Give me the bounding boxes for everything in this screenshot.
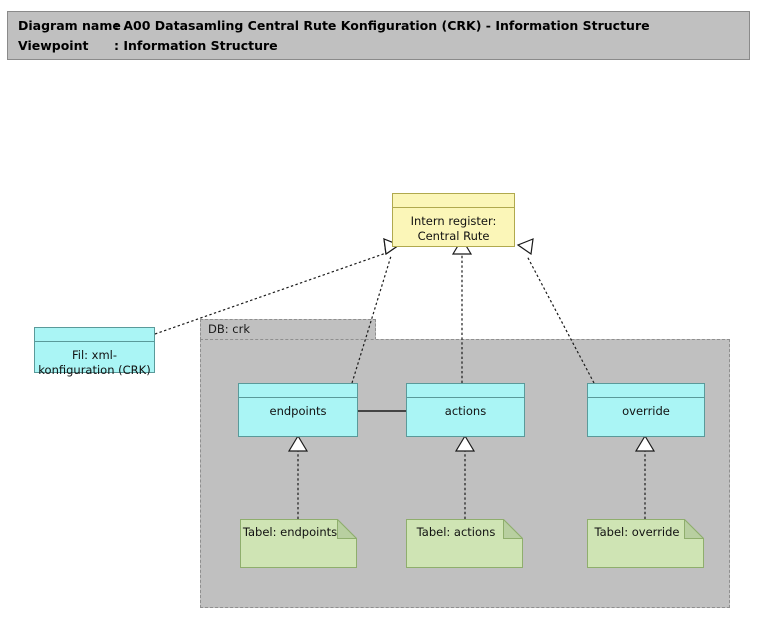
node-fil-xml-konfiguration[interactable]: Fil: xml- konfiguration (CRK) (34, 327, 155, 377)
node-endpoints-band (239, 384, 357, 398)
node-fil-xml-konfiguration-label: Fil: xml- konfiguration (CRK) (38, 348, 151, 377)
viewpoint-line: Viewpoint: Information Structure (18, 36, 749, 56)
diagram-name-separator: : (114, 18, 124, 33)
node-override-band (588, 384, 704, 398)
node-actions-label: actions (444, 404, 487, 418)
diagram-name-value: A00 Datasamling Central Rute Konfigurati… (123, 18, 650, 33)
node-intern-register-band (393, 194, 514, 208)
node-actions[interactable]: actions (406, 383, 525, 437)
note-tabel-actions-label: Tabel: actions (416, 525, 496, 539)
node-fil-xml-konfiguration-band (35, 328, 154, 342)
viewpoint-label: Viewpoint (18, 38, 89, 53)
node-endpoints-label: endpoints (269, 404, 327, 418)
diagram-header-panel: Diagram name: A00 Datasamling Central Ru… (7, 11, 750, 60)
node-override[interactable]: override (587, 383, 705, 437)
group-db-crk-label: DB: crk (208, 322, 250, 336)
note-shape-icon (587, 519, 704, 568)
note-tabel-endpoints[interactable]: Tabel: endpoints (240, 519, 357, 568)
note-tabel-override-label: Tabel: override (594, 525, 680, 539)
diagram-name-label: Diagram name (18, 18, 121, 33)
note-shape-icon (240, 519, 357, 568)
viewpoint-separator: : (114, 38, 124, 53)
node-intern-register-label: Intern register: Central Rute Konfigurat… (397, 214, 510, 246)
diagram-name-line: Diagram name: A00 Datasamling Central Ru… (18, 16, 749, 36)
note-tabel-override[interactable]: Tabel: override (587, 519, 704, 568)
viewpoint-value: Information Structure (123, 38, 278, 53)
node-actions-band (407, 384, 524, 398)
node-endpoints[interactable]: endpoints (238, 383, 358, 437)
node-intern-register[interactable]: Intern register: Central Rute Konfigurat… (392, 193, 515, 247)
node-override-label: override (622, 404, 670, 418)
note-tabel-actions[interactable]: Tabel: actions (406, 519, 523, 568)
note-tabel-endpoints-label: Tabel: endpoints (242, 525, 338, 539)
note-shape-icon (406, 519, 523, 568)
